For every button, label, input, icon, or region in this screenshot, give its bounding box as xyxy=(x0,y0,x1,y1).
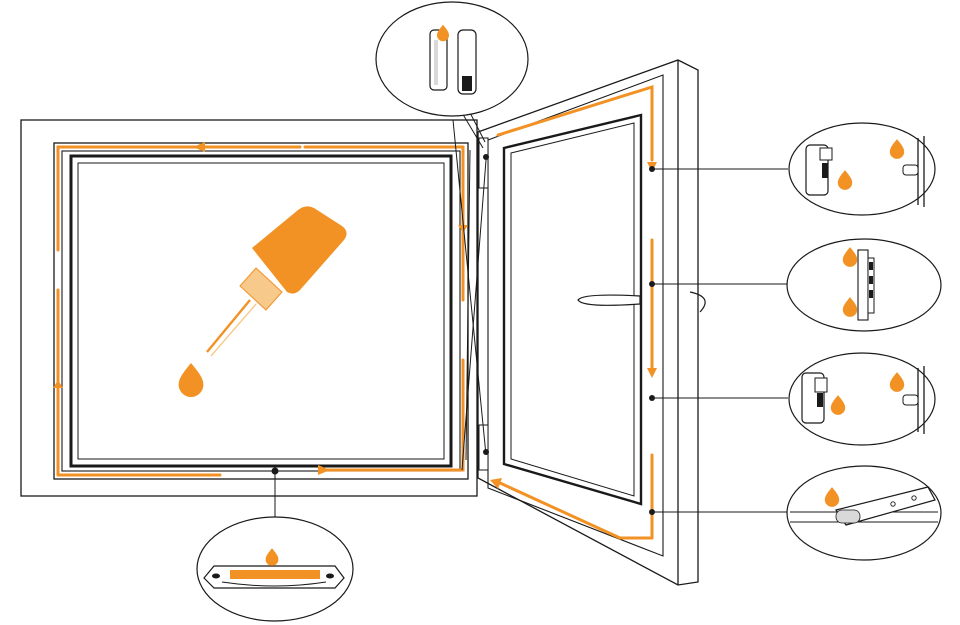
sash-glass xyxy=(502,113,643,506)
striker-plate-detail-icon xyxy=(203,565,345,589)
callout-gearbox xyxy=(786,238,942,332)
oil-bottle-icon xyxy=(206,206,347,357)
callout-locking-point-upper xyxy=(788,122,936,216)
sash-handle xyxy=(577,291,706,313)
corner-drive-detail-icon xyxy=(790,486,938,526)
hinge-detail-icon xyxy=(429,29,477,95)
callout-locking-point-lower xyxy=(788,352,936,446)
callout-top-hinge xyxy=(375,1,529,117)
locking-cam-detail-icon xyxy=(805,136,925,207)
glass-pane xyxy=(69,154,453,468)
callout-corner-drive xyxy=(786,465,942,561)
lubrication-path-sash xyxy=(496,84,654,540)
restrictor-arm xyxy=(452,119,487,471)
locking-cam-detail-icon xyxy=(801,366,925,434)
gear-mechanism-detail-icon xyxy=(857,249,875,321)
callout-frame-striker xyxy=(196,516,354,622)
lubrication-arrows-frame xyxy=(53,142,468,475)
